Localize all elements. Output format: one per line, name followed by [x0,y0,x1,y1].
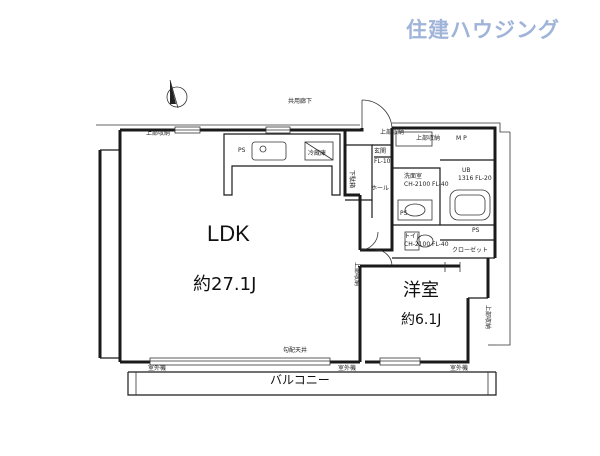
fridge-label: 冷蔵庫 [308,149,326,157]
ps-label-2: PS [472,227,480,234]
ps-label-1: PS [238,147,246,154]
shoe-label: 下駄箱 [348,170,356,188]
top-storage-mid: 上部収納 [353,262,361,286]
top-storage-bed: 上部収納 [484,305,492,329]
bedroom-area: 約6.1J [401,312,441,328]
ldk-area: 約27.1J [193,274,256,295]
north-arrow-icon [166,79,188,109]
bath-sub: 1316 FL-20 [458,175,492,182]
bath-label: UB [462,167,471,174]
washroom-sub: CH-2100 FL-40 [404,181,449,188]
outdoor-mid: 室外機 [338,364,356,372]
top-storage-right: 上部収納 [380,128,404,136]
closet-label: クローゼット [452,246,488,254]
ldk-name: LDK [207,221,250,246]
brand-logo: 住建ハウジング [406,18,560,42]
bedroom-walls: 上部収納 上部収納 [353,258,492,364]
ldk-walls [98,128,362,364]
entrance-area: 玄関 FL-10 ホール 下駄箱 [345,99,394,267]
outdoor-right: 室外機 [450,364,468,372]
wet-area: 上部収納 M P 洗面室 CH-2100 FL-40 UB 1316 FL-20… [392,126,497,259]
entrance-fl: FL-10 [374,158,391,165]
toilet-label: トイレ [404,233,422,240]
bedroom-name: 洋室 [403,280,439,301]
corridor-label: 共用廊下 [288,97,312,105]
mp-label: M P [456,135,467,142]
washroom-label: 洗面室 [404,172,422,180]
storage-label: 上部収納 [416,134,440,142]
balcony-label: バルコニー [270,373,330,387]
ps-label-3: PS [400,210,408,217]
balcony-windows [149,357,421,366]
slope-label: 勾配天井 [283,346,307,354]
outdoor-left: 室外機 [148,364,166,372]
toilet-sub: CH-2100 FL-40 [404,241,449,248]
entrance-label: 玄関 [374,147,386,155]
hall-label: ホール [371,185,389,192]
top-storage-left: 上部収納 [146,129,170,137]
kitchen-counter: 冷蔵庫 PS [223,133,341,196]
top-windows [174,126,291,134]
balcony: 室外機 室外機 室外機 バルコニー [127,364,497,396]
